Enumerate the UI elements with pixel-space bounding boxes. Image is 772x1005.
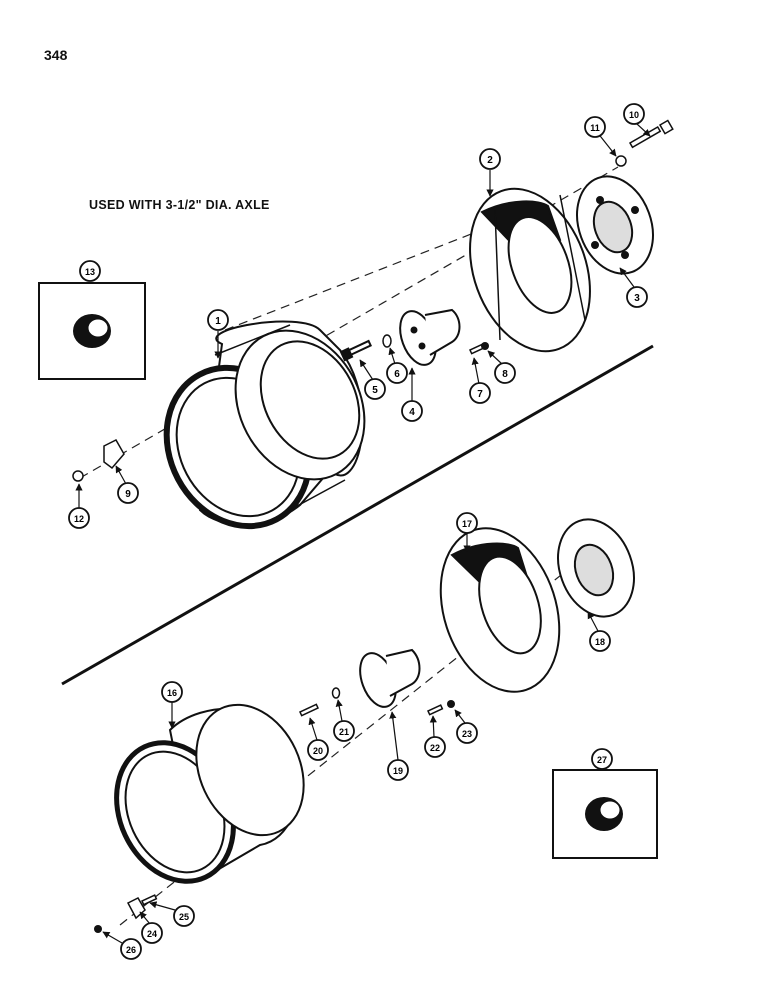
callout-3: 3 (626, 286, 648, 308)
bolt-20 (299, 703, 320, 717)
wheel-weight-upper (469, 187, 591, 353)
hub-plate-lower (557, 518, 635, 618)
svg-text:18: 18 (595, 637, 605, 647)
callout-9: 9 (117, 482, 139, 504)
svg-text:20: 20 (313, 746, 323, 756)
svg-text:24: 24 (147, 929, 157, 939)
nut-11 (615, 155, 627, 167)
callout-23: 23 (456, 722, 478, 744)
svg-text:27: 27 (597, 755, 607, 765)
wheel-weight-lower (439, 527, 561, 693)
callout-11: 11 (584, 116, 606, 138)
svg-text:19: 19 (393, 766, 403, 776)
nut-12 (72, 470, 84, 482)
svg-text:1: 1 (215, 316, 221, 327)
callout-10: 10 (623, 103, 645, 125)
svg-text:16: 16 (167, 688, 177, 698)
callout-13: 13 (79, 260, 101, 282)
inset-box-13 (38, 282, 146, 380)
svg-text:10: 10 (629, 110, 639, 120)
callout-1: 1 (207, 309, 229, 331)
leader-lines (75, 123, 651, 944)
svg-text:13: 13 (85, 267, 95, 277)
section-divider (61, 344, 654, 686)
callout-16: 16 (161, 681, 183, 703)
hub-plate-upper (576, 175, 654, 275)
nut-23 (447, 700, 455, 708)
hub-upper (399, 308, 461, 366)
callout-20: 20 (307, 739, 329, 761)
callout-5: 5 (364, 378, 386, 400)
rim-small (114, 703, 305, 884)
callout-2: 2 (479, 148, 501, 170)
callout-18: 18 (589, 630, 611, 652)
callout-7: 7 (469, 382, 491, 404)
callout-4: 4 (401, 400, 423, 422)
svg-text:9: 9 (125, 489, 131, 500)
callout-6: 6 (386, 362, 408, 384)
svg-text:4: 4 (409, 407, 415, 418)
callout-22: 22 (424, 736, 446, 758)
page-number: 348 (44, 47, 68, 63)
svg-text:8: 8 (502, 369, 508, 380)
nut-8 (481, 342, 489, 350)
svg-text:3: 3 (634, 293, 640, 304)
inset-box-27 (552, 769, 658, 859)
callout-26: 26 (120, 938, 142, 960)
bolt-25 (141, 894, 158, 906)
bolt-22 (427, 704, 444, 716)
callout-19: 19 (387, 759, 409, 781)
clamp-9 (103, 439, 125, 470)
svg-text:12: 12 (74, 514, 84, 524)
nut-26 (94, 925, 102, 933)
svg-text:6: 6 (394, 369, 400, 380)
washer-21 (331, 687, 341, 699)
callout-21: 21 (333, 720, 355, 742)
callout-27: 27 (591, 748, 613, 770)
svg-text:5: 5 (372, 385, 378, 396)
callout-25: 25 (173, 905, 195, 927)
callout-8: 8 (494, 362, 516, 384)
washer-6 (382, 334, 392, 348)
callout-12: 12 (68, 507, 90, 529)
svg-text:7: 7 (477, 389, 483, 400)
callout-17: 17 (456, 512, 478, 534)
callout-24: 24 (141, 922, 163, 944)
svg-text:2: 2 (487, 155, 493, 166)
axle-caption: USED WITH 3-1/2" DIA. AXLE (89, 198, 270, 212)
svg-text:25: 25 (179, 912, 189, 922)
hub-lower (359, 648, 421, 708)
svg-text:11: 11 (590, 123, 600, 133)
svg-text:17: 17 (462, 519, 472, 529)
rim-large (163, 320, 366, 530)
bolt-5 (339, 339, 373, 362)
svg-text:22: 22 (430, 743, 440, 753)
svg-text:23: 23 (462, 729, 472, 739)
svg-text:26: 26 (126, 945, 136, 955)
svg-text:21: 21 (339, 727, 349, 737)
